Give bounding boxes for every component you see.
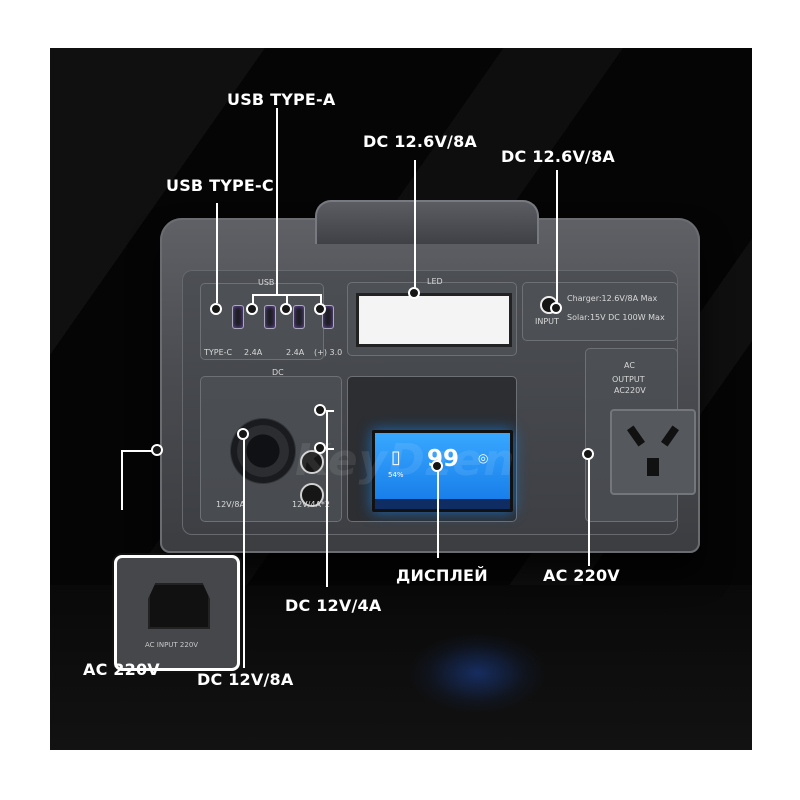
usb-a-dot-1 (246, 303, 258, 315)
dc-input-leader-line (556, 170, 558, 306)
dc-12v-8a-dot (237, 428, 249, 440)
watermark: KeyDzen (295, 435, 516, 486)
front-panel: USB TYPE-C 2.4A 2.4A (+) 3.0 LED INPUT C… (182, 270, 696, 535)
usb-a-port-3-label: (+) 3.0 (314, 348, 343, 357)
battery-icon: ▯ (391, 447, 401, 468)
led-callout: DC 12.6V/8A (363, 132, 478, 151)
usb-c-dot (210, 303, 222, 315)
dc-12v-4a-bottom-branch (326, 448, 334, 450)
display-reflection (410, 633, 545, 713)
usb-a-dot-3 (314, 303, 326, 315)
product-image-stage: USB TYPE-C 2.4A 2.4A (+) 3.0 LED INPUT C… (50, 48, 752, 750)
ac-output-title: OUTPUT (612, 375, 645, 384)
dc-12v-4a-dot-bottom (314, 442, 326, 454)
socket-slot-right (660, 425, 680, 447)
ac-output-label: AC (624, 361, 635, 370)
display-dot (431, 460, 443, 472)
ac-input-label: AC INPUT 220V (145, 641, 199, 649)
usb-type-a-callout: USB TYPE-A (227, 90, 336, 109)
usb-module-label: USB (258, 278, 275, 287)
led-label: LED (427, 277, 443, 286)
usb-a-port-2 (293, 305, 305, 329)
usb-type-c-port (232, 305, 244, 329)
dc-12v-port-top (300, 450, 324, 474)
dc-12v-4a-leader-line (326, 410, 328, 587)
dc-input-dot (550, 302, 562, 314)
led-panel (356, 293, 512, 347)
ac-output-dot (582, 448, 594, 460)
usb-type-c-callout: USB TYPE-C (166, 176, 274, 195)
ac-input-detail: AC INPUT 220V (114, 555, 240, 671)
dc-12v-4a-dot-top (314, 404, 326, 416)
usb-a-dot-2 (280, 303, 292, 315)
display-leader-line (437, 466, 439, 558)
ac-input-callout: AC 220V (83, 660, 160, 679)
ac-output-value: AC220V (614, 386, 646, 395)
input-label: INPUT (535, 317, 559, 326)
digital-display: ▯ 54% 99 ◎ (372, 430, 513, 512)
dc-12v-8a-callout: DC 12V/8A (197, 670, 294, 689)
ac-output-socket (610, 409, 696, 495)
portable-power-station: USB TYPE-C 2.4A 2.4A (+) 3.0 LED INPUT C… (160, 200, 700, 553)
top-handle (315, 200, 539, 244)
display-callout: ДИСПЛЕЙ (396, 566, 488, 585)
usb-a-branch-middle (286, 294, 288, 308)
dc-12v-port-bottom (300, 483, 324, 507)
charger-spec: Charger:12.6V/8A Max (567, 294, 658, 303)
usb-a-port-2-label: 2.4A (286, 348, 305, 357)
dc-12v-4a-callout: DC 12V/4A (285, 596, 382, 615)
usb-a-branch-left (252, 294, 254, 308)
usb-a-port-1-label: 2.4A (244, 348, 263, 357)
battery-percent: 54% (388, 471, 404, 479)
dc-12v8a-label: 12V/8A (216, 500, 245, 509)
status-icon: ◎ (478, 451, 489, 465)
dc-12v-8a-leader-line (243, 434, 245, 668)
usb-a-leader-line (276, 108, 278, 294)
led-dot (408, 287, 420, 299)
ac-input-leader-horizontal (121, 450, 154, 452)
solar-spec: Solar:15V DC 100W Max (567, 313, 665, 322)
dc-12v-4a-top-branch (326, 410, 334, 412)
usb-c-leader-line (216, 203, 218, 303)
ac-input-dot (151, 444, 163, 456)
led-leader-line (414, 160, 416, 296)
dc-12v4a-label: 12V/4A*2 (292, 500, 330, 509)
dc-module-label: DC (272, 368, 284, 377)
type-c-port-label: TYPE-C (204, 348, 233, 357)
usb-a-port-1 (264, 305, 276, 329)
display-status-bar (375, 499, 510, 509)
ac-input-socket (148, 583, 210, 629)
usb-a-branch-right (320, 294, 322, 308)
dc-input-callout: DC 12.6V/8A (501, 147, 616, 166)
socket-ground-slot (647, 458, 659, 476)
ac-output-callout: AC 220V (543, 566, 620, 585)
ac-output-leader-line (588, 454, 590, 566)
socket-slot-left (626, 425, 646, 447)
ac-input-leader-vertical (121, 450, 123, 510)
